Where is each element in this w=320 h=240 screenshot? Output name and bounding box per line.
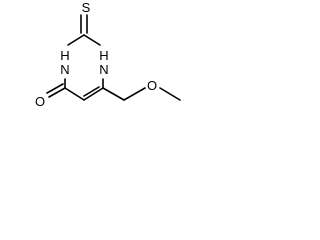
bond-c6-o-2 — [46, 83, 64, 94]
bond-c6-c5 — [64, 87, 85, 101]
bond-c4-ch2 — [102, 87, 125, 101]
bond-c4-c5-inner — [83, 86, 100, 97]
atom-oxygen-carbonyl: O — [34, 94, 46, 109]
bond-c2-n1 — [67, 34, 85, 46]
bond-ch2-o — [123, 87, 146, 101]
bond-c4-c5 — [83, 87, 104, 101]
atom-nitrogen-left: H N — [60, 48, 70, 77]
atom-nitrogen-right: H N — [99, 48, 109, 77]
bond-c6-o-1 — [48, 87, 66, 98]
atom-oxygen-ether: O — [146, 78, 158, 93]
molecule-bonds — [46, 14, 181, 101]
bond-o-ch3 — [159, 87, 181, 101]
atom-sulfur: S — [81, 0, 91, 15]
bond-c2-n3 — [83, 34, 101, 46]
